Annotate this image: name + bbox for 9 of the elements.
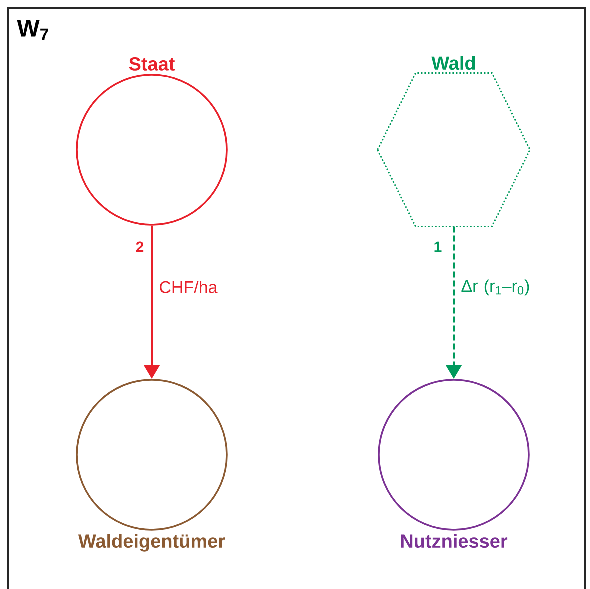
callout-number: 2 — [136, 242, 144, 252]
node-label: Wald — [432, 56, 476, 70]
figure-number: W$_{7}$ — [17, 20, 48, 40]
node-label: Waldeigentümer — [78, 534, 226, 552]
node-label: Nutzniesser — [401, 534, 508, 548]
edge-label: CHF/ha — [160, 280, 218, 294]
edge-label: Δr (r$_{1}$–r$_{0}$) — [462, 280, 530, 296]
node-label: Staat — [129, 57, 175, 71]
callout-number: 1 — [434, 242, 442, 252]
